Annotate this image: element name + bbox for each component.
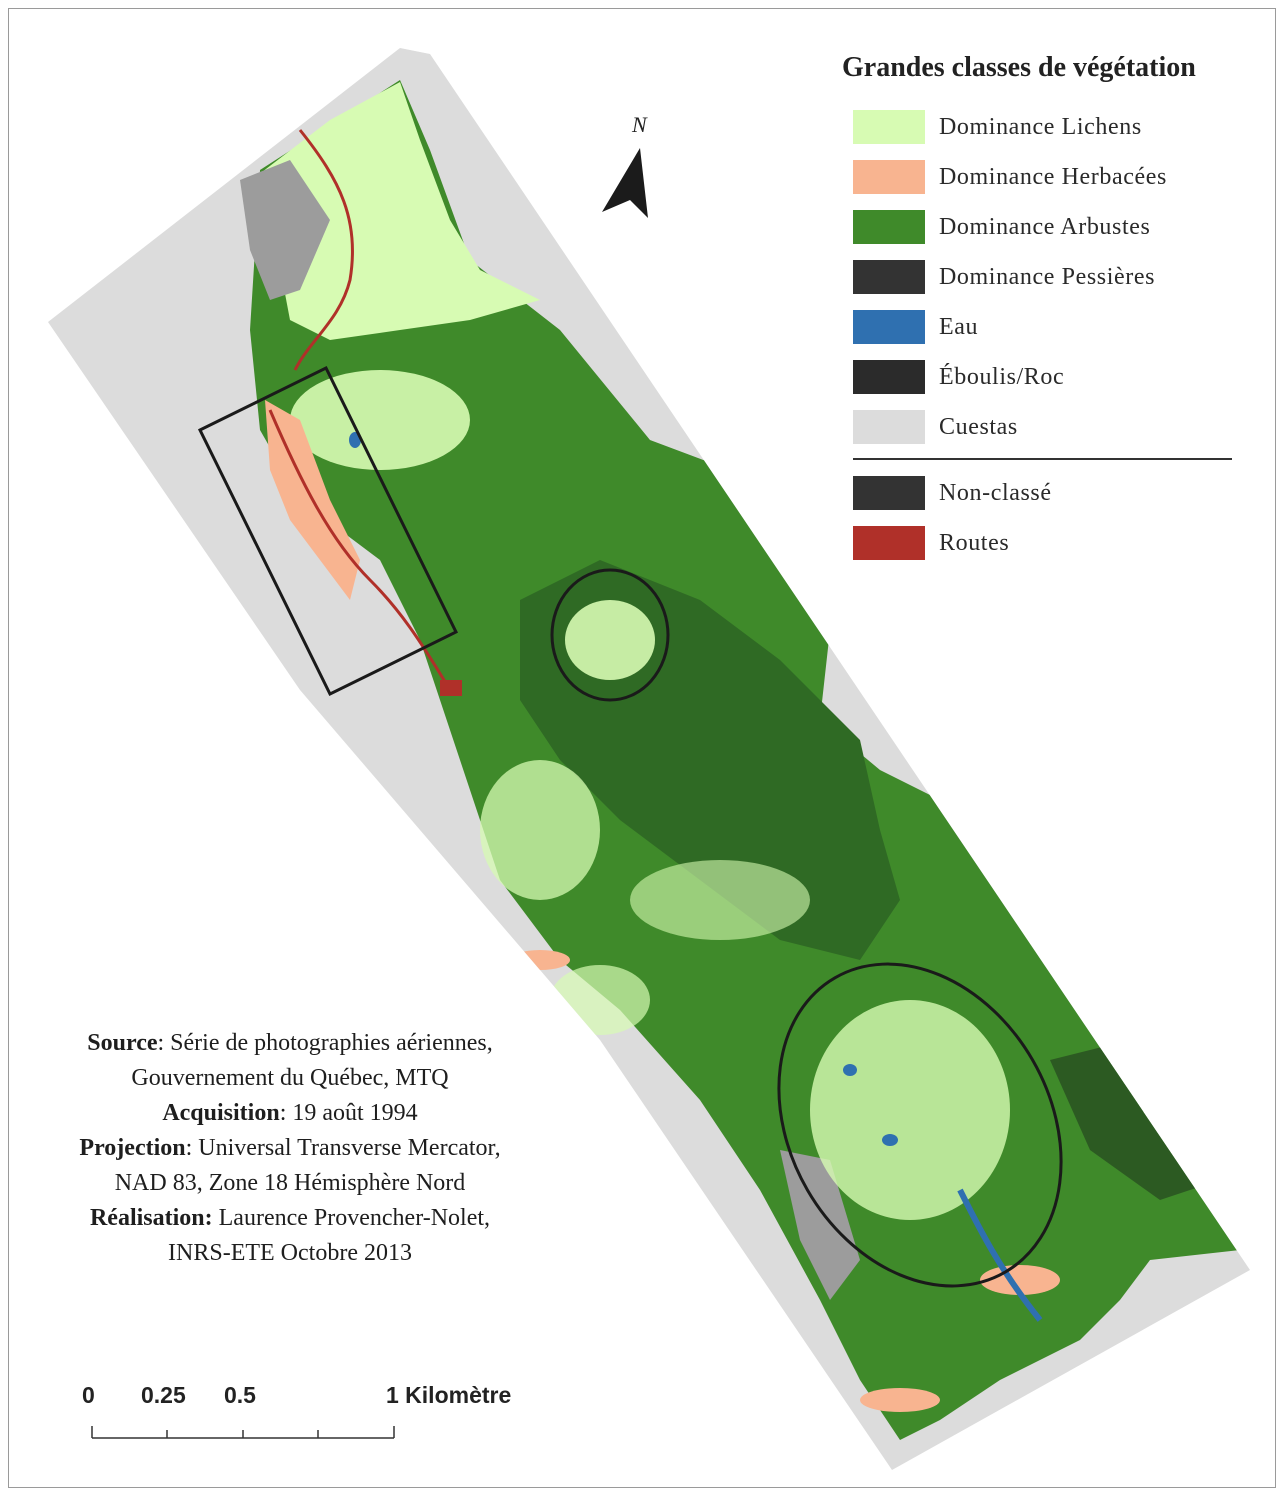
- legend-label: Dominance Arbustes: [939, 213, 1151, 240]
- non-classe-north: [240, 160, 330, 300]
- legend-swatch: [853, 260, 925, 294]
- eau-patch: [843, 1064, 857, 1076]
- route: [440, 680, 462, 696]
- legend-item: Dominance Lichens: [838, 102, 1258, 152]
- scale-label: 1 Kilomètre: [386, 1382, 512, 1408]
- study-area-ellipse-small: [550, 568, 670, 702]
- herbacees-patch: [860, 1388, 940, 1412]
- source-line: Source: Série de photographies aériennes…: [87, 1030, 493, 1056]
- realisation-line: INRS-ETE Octobre 2013: [168, 1240, 412, 1266]
- scale-label: 0: [82, 1382, 95, 1408]
- scale-bar-graphic: [91, 1426, 395, 1439]
- projection-line: Projection: Universal Transverse Mercato…: [79, 1135, 501, 1161]
- study-area-rectangle: [197, 365, 459, 697]
- legend: Grandes classes de végétation Dominance …: [838, 52, 1258, 568]
- legend-separator: [853, 458, 1232, 460]
- scale-bar: 0 0.25 0.5 1 Kilomètre: [70, 1382, 570, 1452]
- legend-label: Dominance Pessières: [939, 263, 1156, 290]
- legend-item: Éboulis/Roc: [838, 352, 1258, 402]
- legend-label: Eau: [939, 313, 979, 340]
- source-line: Gouvernement du Québec, MTQ: [131, 1065, 449, 1091]
- legend-swatch: [853, 410, 925, 444]
- source-text: Source: Série de photographies aériennes…: [30, 1026, 550, 1271]
- north-label: N: [632, 112, 647, 137]
- legend-item: Dominance Pessières: [838, 252, 1258, 302]
- legend-label: Éboulis/Roc: [939, 363, 1065, 390]
- scale-label: 0.5: [224, 1382, 256, 1408]
- eau-patch: [882, 1134, 898, 1146]
- north-arrow-icon: [602, 148, 648, 218]
- legend-swatch: [853, 110, 925, 144]
- legend-label: Cuestas: [939, 413, 1018, 440]
- legend-item: Dominance Herbacées: [838, 152, 1258, 202]
- legend-label: Dominance Lichens: [939, 113, 1142, 140]
- projection-line: NAD 83, Zone 18 Hémisphère Nord: [114, 1170, 466, 1196]
- legend-item: Non-classé: [838, 468, 1258, 518]
- legend-item: Eau: [838, 302, 1258, 352]
- lichens-patch: [480, 760, 600, 900]
- legend-item: Cuestas: [838, 402, 1258, 452]
- realisation-line: Réalisation: Laurence Provencher-Nolet,: [89, 1205, 491, 1231]
- legend-swatch: [853, 476, 925, 510]
- legend-label: Routes: [939, 529, 1010, 556]
- legend-title: Grandes classes de végétation: [842, 52, 1196, 83]
- herbacees-patch: [510, 950, 570, 970]
- legend-item: Dominance Arbustes: [838, 202, 1258, 252]
- lichens-patch: [290, 370, 470, 470]
- legend-swatch: [853, 310, 925, 344]
- herbacees-patch: [980, 1265, 1060, 1295]
- legend-swatch: [853, 210, 925, 244]
- legend-swatch: [853, 360, 925, 394]
- lichens-patch: [550, 965, 650, 1035]
- legend-label: Non-classé: [939, 479, 1052, 506]
- route: [268, 409, 452, 691]
- eau-river: [957, 1188, 1043, 1322]
- study-area-ellipse-large: [777, 962, 1063, 1288]
- acquisition-line: Acquisition: 19 août 1994: [162, 1100, 418, 1126]
- non-classe-south: [780, 1150, 860, 1300]
- route: [293, 129, 354, 371]
- scale-label: 0.25: [141, 1382, 186, 1408]
- lichens-patch: [630, 860, 810, 940]
- legend-swatch: [853, 526, 925, 560]
- lichens-patch: [565, 600, 655, 680]
- legend-label: Dominance Herbacées: [939, 163, 1167, 190]
- legend-item: Routes: [838, 518, 1258, 568]
- legend-swatch: [853, 160, 925, 194]
- lichens-north: [262, 82, 540, 340]
- lichens-patch: [810, 1000, 1010, 1220]
